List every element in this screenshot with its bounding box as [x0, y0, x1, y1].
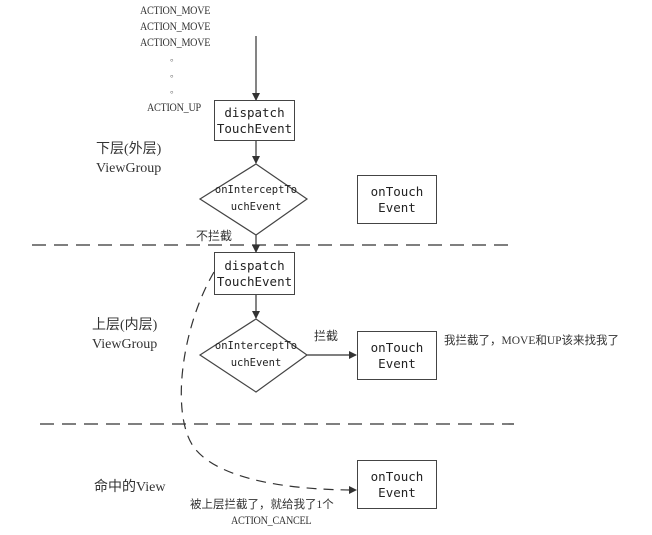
intercept-label: 拦截 [314, 329, 339, 343]
outer-dispatch-line2: TouchEvent [216, 120, 293, 136]
inner-ontouch-note: 我拦截了，MOVE和UP该来找我了 [444, 335, 620, 347]
ellipsis-dot-1: 。 [170, 53, 180, 63]
outer-layer-type: ViewGroup [96, 161, 162, 176]
outer-ontouch-line1: onTouch [370, 183, 424, 199]
inner-ontouch-line1: onTouch [370, 339, 424, 355]
inner-intercept-line2: uchEvent [230, 357, 282, 369]
outer-ontouch-line2: Event [378, 199, 416, 215]
outer-intercept-label: onInterceptTo uchEvent [204, 182, 308, 216]
inner-dispatch-line2: TouchEvent [216, 273, 293, 289]
hit-view-ontouch-line2: Event [378, 484, 416, 500]
inner-intercept-line1: onInterceptTo [214, 340, 298, 352]
ellipsis-dot-3: 。 [170, 85, 180, 95]
outer-intercept-line2: uchEvent [230, 201, 282, 213]
inner-intercept-diamond [198, 318, 309, 393]
outer-dispatch-line1: dispatch [224, 104, 285, 120]
cancel-event-curve [180, 271, 357, 494]
cancel-note-line1: 被上层拦截了，就给我了1个 [190, 499, 334, 511]
hit-view-ontouch-line1: onTouch [370, 468, 424, 484]
outer-intercept-line1: onInterceptTo [214, 184, 298, 196]
inner-dispatch-touch-event-box: dispatch TouchEvent [214, 252, 295, 295]
outer-layer-title: 下层(外层) [96, 142, 162, 157]
event-action-move-2: ACTION_MOVE [140, 21, 211, 33]
event-action-move-3: ACTION_MOVE [140, 37, 211, 49]
outer-layer-label: 下层(外层) ViewGroup [96, 140, 161, 178]
inner-dispatch-line1: dispatch [224, 257, 285, 273]
outer-on-touch-event-box: onTouch Event [357, 175, 437, 224]
hit-view-on-touch-event-box: onTouch Event [357, 460, 437, 509]
outer-intercept-diamond [198, 163, 309, 236]
inner-layer-title: 上层(内层) [92, 318, 158, 333]
event-action-up: ACTION_UP [147, 102, 201, 114]
event-action-move-1: ACTION_MOVE [140, 5, 211, 17]
inner-on-touch-event-box: onTouch Event [357, 331, 437, 380]
inner-intercept-label: onInterceptTo uchEvent [204, 338, 308, 372]
no-intercept-label: 不拦截 [196, 229, 233, 243]
ellipsis-dot-2: 。 [170, 69, 180, 79]
outer-dispatch-touch-event-box: dispatch TouchEvent [214, 100, 295, 141]
inner-layer-type: ViewGroup [92, 337, 158, 352]
inner-layer-label: 上层(内层) ViewGroup [92, 316, 157, 354]
cancel-note-line2: ACTION_CANCEL [231, 515, 312, 527]
hit-view-label: 命中的View [94, 480, 166, 495]
inner-ontouch-line2: Event [378, 355, 416, 371]
